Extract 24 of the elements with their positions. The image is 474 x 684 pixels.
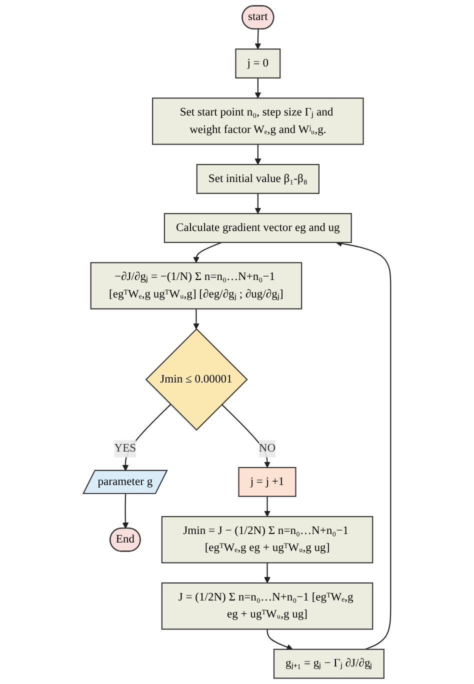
node-box: Set start point n₀, step size Γⱼ and weight factor Wₑ,g and Wʲᵤ,g. [152, 98, 364, 145]
arrow [254, 29, 262, 50]
node-diamond: Jmin ≤ 0.00001 [145, 328, 248, 431]
node-box: Calculate gradient vector eg and ug [164, 213, 352, 243]
node-box: Jmin = J − (1/2N) Σ n=n₀…N+n₀−1 [egᵀWₑ,g eg + ugᵀWᵤ,g ug] [161, 516, 374, 564]
arrow [193, 308, 200, 330]
arrow [221, 404, 270, 468]
arrow [254, 144, 262, 165]
node-box: J = (1/2N) Σ n=n₀…N+n₀−1 [egᵀWₑ,g eg + ugᵀWᵤ,g ug] [161, 582, 374, 630]
arrow [193, 242, 222, 263]
arrow [254, 78, 262, 98]
arrow [266, 629, 293, 650]
node-box: Set initial value β₁-β₈ [196, 164, 320, 194]
edge-label: YES [114, 442, 136, 455]
node-box: j = j +1 [238, 466, 296, 497]
node-box: j = 0 [235, 48, 281, 78]
node-box: gⱼ₊₁ = gⱼ − Γⱼ ∂J/∂gⱼ [273, 648, 384, 679]
arrow [122, 494, 129, 529]
arrow [264, 562, 270, 584]
arrow [264, 496, 270, 517]
arrow [254, 193, 262, 214]
edge-label: NO [258, 442, 276, 455]
arrow [122, 404, 172, 472]
node-box: −∂J/∂gⱼ = −(1/N) Σ n=n₀…N+n₀−1 [egᵀWₑ,g ugᵀWᵤ,g] [∂eg/∂gⱼ ; ∂ug/∂gⱼ] [90, 262, 302, 310]
